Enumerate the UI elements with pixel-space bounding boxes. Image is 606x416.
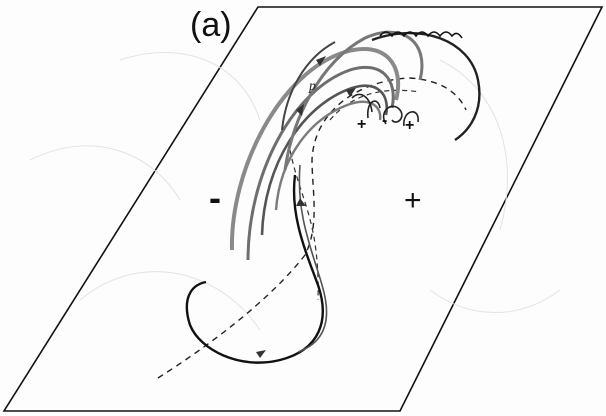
loop-label: p	[309, 79, 316, 95]
small-polarity-1: +	[357, 117, 366, 133]
small-polarity-2: -	[382, 113, 387, 129]
overlying-loop	[372, 33, 479, 140]
small-polarity-3: +	[405, 118, 414, 134]
panel-label: (a)	[190, 8, 232, 42]
negative-polarity-label: -	[209, 180, 221, 216]
flux-rope	[232, 32, 422, 260]
flux-rope-arch-2	[248, 67, 393, 260]
positive-polarity-label: +	[404, 186, 422, 216]
